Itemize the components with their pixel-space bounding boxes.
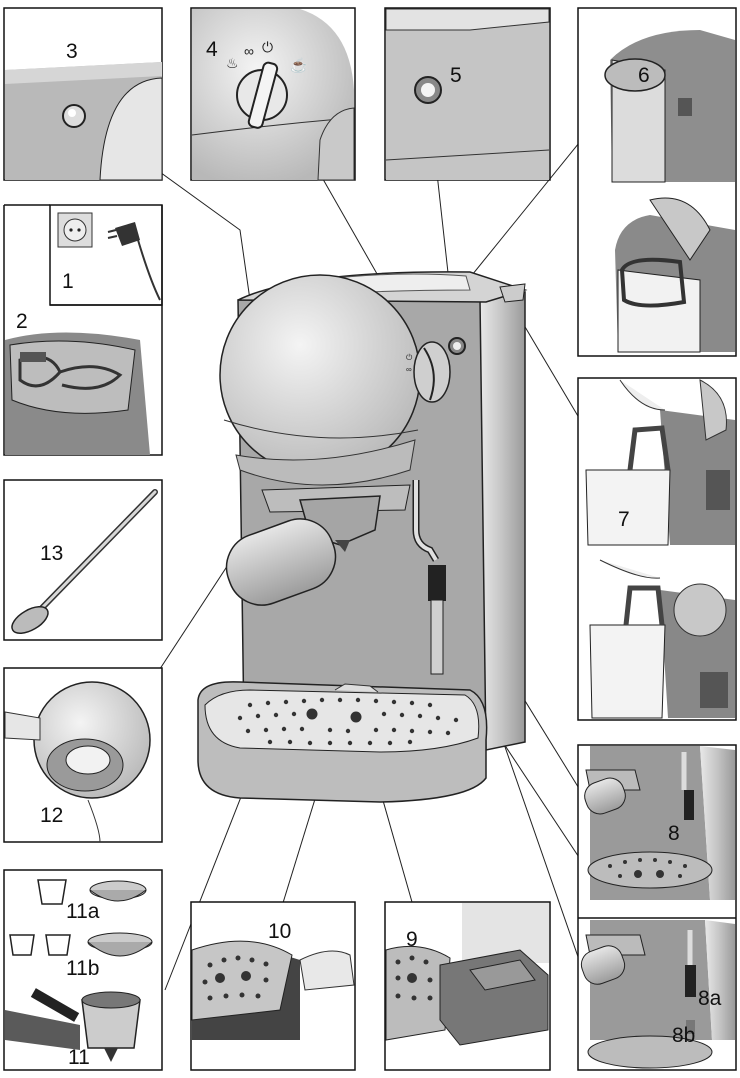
callout-13: 13 [40, 542, 63, 565]
panel-1-power-plug [49, 204, 163, 306]
cup-symbol-icon: ☕ [290, 56, 307, 74]
water-tank-icon [585, 469, 671, 546]
sieve-icon [65, 745, 111, 775]
callout-9: 9 [406, 928, 418, 951]
panel-6-tank-lid [577, 7, 737, 357]
nozzle-icon [684, 790, 694, 820]
panel-13-measuring-spoon [3, 479, 163, 641]
callout-8: 8 [668, 822, 680, 845]
callout-4: 4 [206, 38, 218, 61]
panel-7-water-tank-filling [577, 377, 737, 721]
callout-12: 12 [40, 804, 63, 827]
portafilter-handle [225, 518, 337, 606]
panel-10-drip-grid [190, 901, 356, 1071]
espresso-machine: ⏻ ∞ [197, 271, 528, 803]
svg-text:∞: ∞ [406, 365, 412, 374]
callout-5: 5 [450, 64, 462, 87]
double-cup-left-icon [9, 934, 35, 956]
panel-5-indicator-light [384, 7, 551, 181]
callout-2: 2 [16, 310, 28, 333]
drip-grid [204, 689, 480, 753]
panel-12-filter-sieve [3, 667, 163, 843]
brew-head [219, 274, 421, 476]
selector-knob [413, 341, 451, 403]
drip-grid-holes [237, 697, 459, 746]
callout-1: 1 [62, 270, 74, 293]
callout-6: 6 [638, 64, 650, 87]
panel-3-brew-button [3, 7, 163, 181]
callout-11a: 11a [66, 900, 100, 923]
callout-7: 7 [618, 508, 630, 531]
steam-symbol-icon: ♨ [226, 55, 239, 71]
panel-2-cord-storage [3, 204, 163, 456]
callout-8a: 8a [698, 987, 722, 1010]
double-cup-right-icon [45, 934, 71, 956]
callout-11b: 11b [66, 957, 99, 980]
power-symbol-icon: ⏻ [262, 39, 273, 55]
panel-4-selector-knob: ♨ ∞ ⏻ ☕ [190, 7, 356, 181]
steam-nozzle-sleeve [428, 565, 446, 601]
callout-labels: 3 4 5 6 1 2 13 12 11a 11b 11 10 9 7 8 8a… [16, 38, 722, 1069]
callout-10: 10 [268, 920, 291, 943]
spoon-icon [11, 606, 49, 634]
panel-8-steam-nozzle [577, 744, 737, 1071]
plug-icon [115, 222, 140, 246]
callout-3: 3 [66, 40, 78, 63]
callout-11: 11 [68, 1046, 90, 1069]
panel-11-filters-and-cups [3, 869, 163, 1071]
single-cup-icon [37, 879, 67, 905]
heat-symbol-icon: ∞ [244, 43, 254, 59]
panel-9-drip-tray [384, 901, 551, 1071]
steam-nozzle [430, 599, 444, 675]
nozzle-sleeve-icon [685, 965, 696, 997]
callout-8b: 8b [672, 1024, 695, 1047]
svg-text:⏻: ⏻ [406, 353, 413, 362]
